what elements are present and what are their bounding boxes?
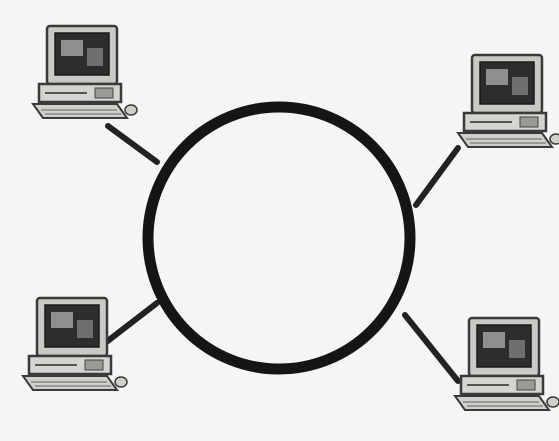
desktop-computer-icon (33, 26, 137, 118)
link-bottom-right (405, 315, 458, 381)
desktop-computer-icon (23, 298, 127, 390)
desktop-computer-icon (455, 318, 559, 410)
ring-network (148, 107, 410, 369)
desktop-computer-icon (458, 55, 559, 147)
link-top-left (108, 126, 157, 162)
link-top-right (416, 148, 458, 205)
